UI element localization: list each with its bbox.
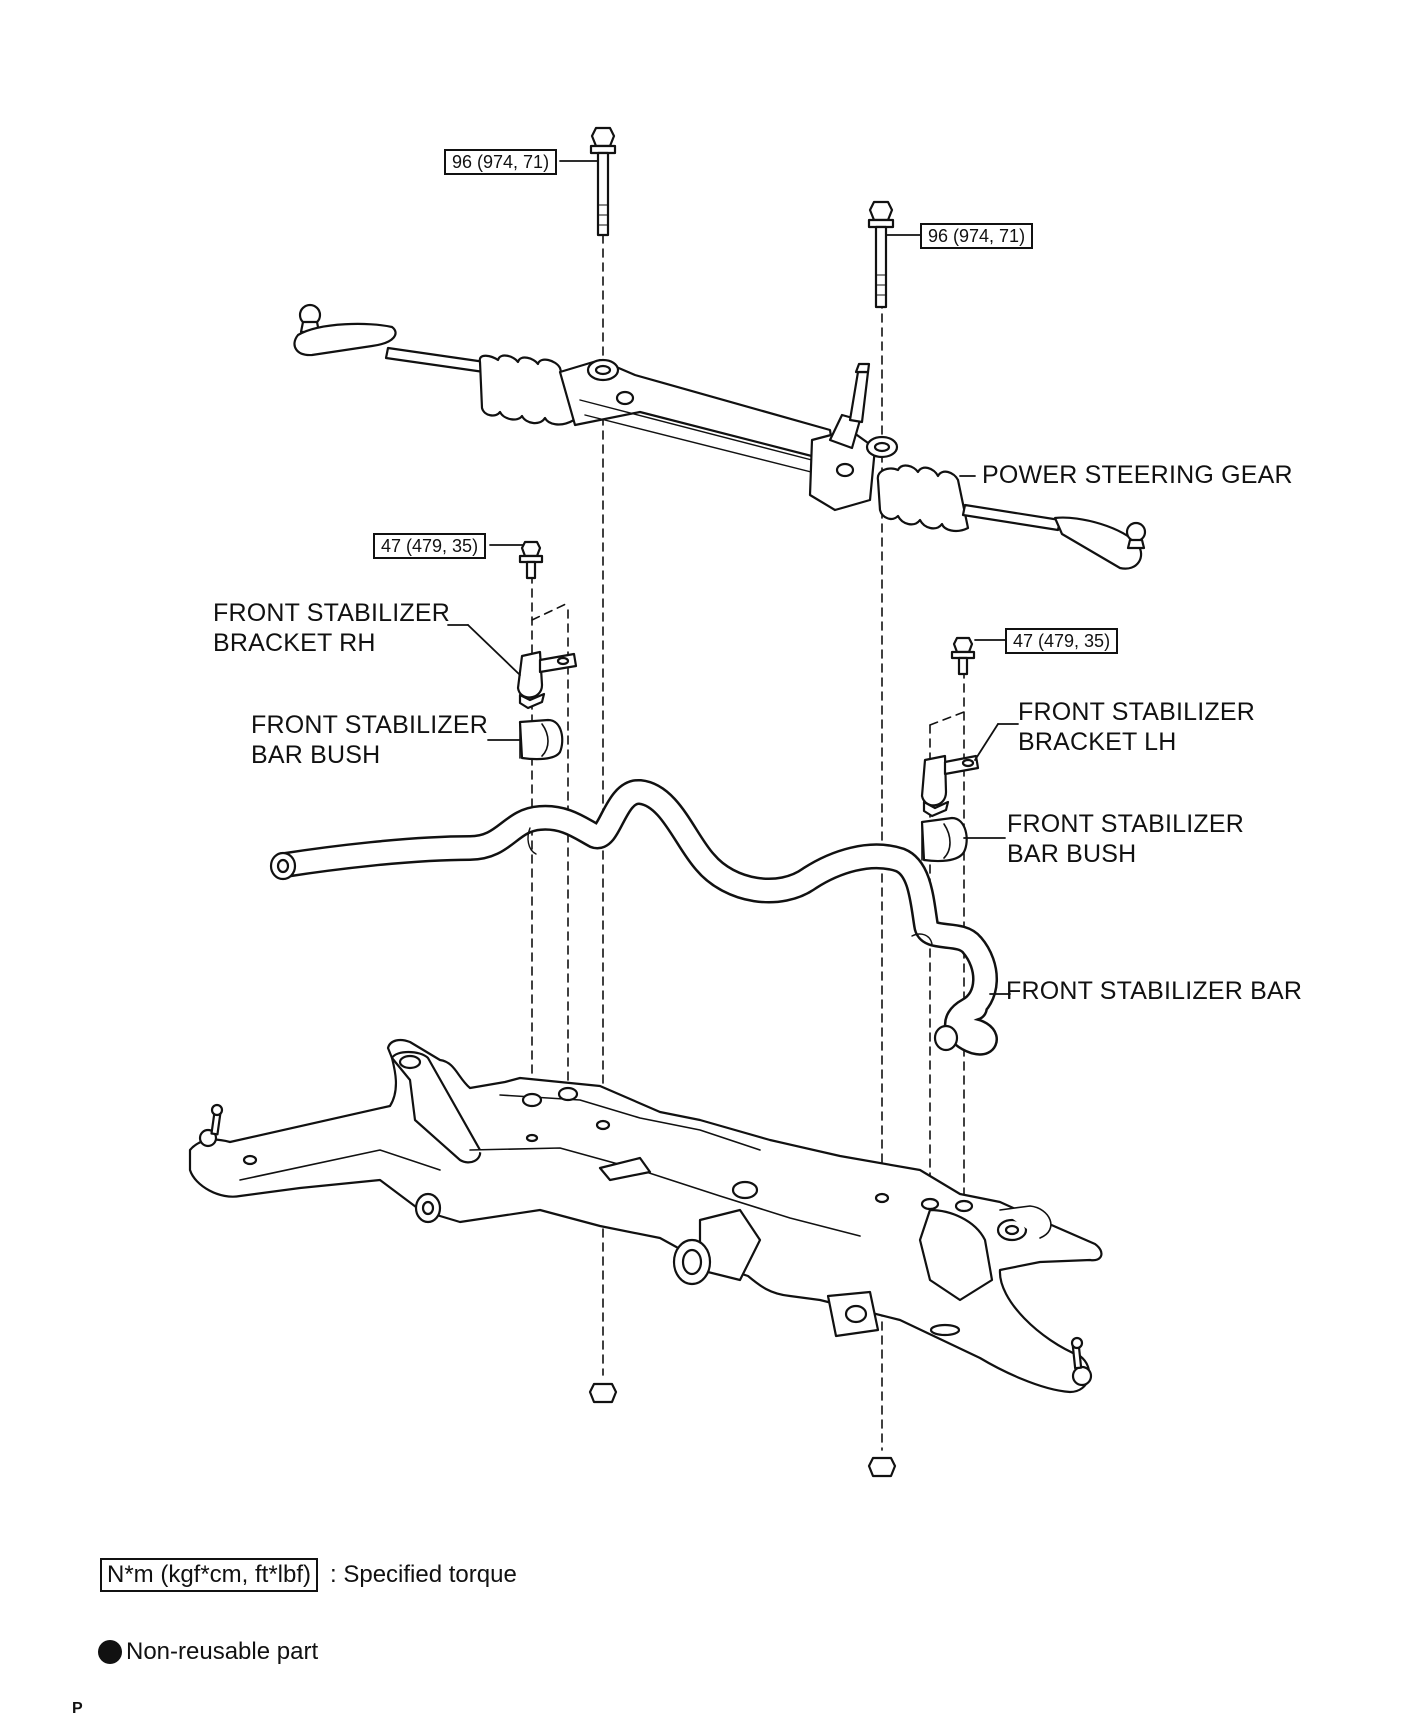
lower-nut-left [588, 1382, 618, 1404]
front-stabilizer-bracket-lh [920, 754, 980, 818]
front-suspension-crossmember [188, 1038, 1103, 1394]
legend-torque-description: : Specified torque [330, 1561, 517, 1588]
label-bush-rh-line2: BAR BUSH [251, 741, 381, 769]
label-bush-lh-line2: BAR BUSH [1007, 840, 1137, 868]
label-front-stabilizer-bar: FRONT STABILIZER BAR [1006, 977, 1303, 1005]
torque-spec-bracket-lh: 47 (479, 35) [1005, 628, 1119, 654]
torque-spec-bracket-rh: 47 (479, 35) [373, 533, 487, 559]
front-stabilizer-bracket-rh [516, 650, 578, 710]
label-bracket-rh-line2: BRACKET RH [213, 629, 376, 657]
label-bush-rh-line1: FRONT STABILIZER [251, 711, 489, 739]
front-stabilizer-bar-bush-rh [518, 718, 564, 761]
front-stabilizer-bar [269, 779, 998, 1056]
label-bracket-lh-line2: BRACKET LH [1018, 728, 1177, 756]
label-bracket-lh-line1: FRONT STABILIZER [1018, 698, 1256, 726]
legend-torque-unit-box: N*m (kgf*cm, ft*lbf) [100, 1558, 319, 1592]
front-stabilizer-bar-bush-lh [920, 816, 968, 863]
power-steering-gear [293, 303, 1147, 570]
upper-bolt-right [867, 200, 895, 309]
non-reusable-dot-icon [98, 1640, 122, 1664]
lower-nut-right [867, 1456, 897, 1478]
torque-spec-upper-right: 96 (974, 71) [920, 223, 1034, 249]
footer-code: P [72, 1700, 83, 1717]
upper-bolt-left [589, 126, 617, 237]
bracket-bolt-lh [950, 636, 976, 676]
label-bush-lh-line1: FRONT STABILIZER [1007, 810, 1245, 838]
label-bracket-rh-line1: FRONT STABILIZER [213, 599, 451, 627]
legend-non-reusable: Non-reusable part [126, 1638, 319, 1665]
label-power-steering-gear: POWER STEERING GEAR [982, 461, 1293, 489]
bracket-bolt-rh [518, 540, 544, 580]
torque-spec-upper-left: 96 (974, 71) [444, 149, 558, 175]
